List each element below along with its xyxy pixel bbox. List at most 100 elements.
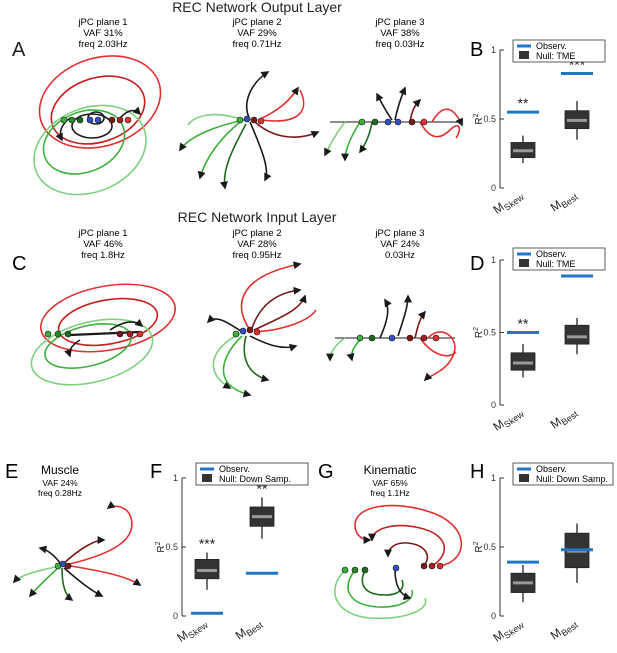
panel-c-plane1-freq: freq 1.8Hz <box>81 250 125 261</box>
panel-c-plane3-points <box>356 334 440 342</box>
panel-a-letter: A <box>12 39 26 61</box>
panel-f-header: F Observ. Null: Down Samp. <box>150 461 309 486</box>
panel-f-y-tick-label: 0.5 <box>165 542 178 552</box>
top-section-title: REC Network Output Layer <box>172 0 342 15</box>
panel-e-vaf: VAF 24% <box>42 478 78 488</box>
panel-h-y-tick-label: 0.5 <box>483 542 496 552</box>
panel-f-significance-0: *** <box>199 536 216 552</box>
panel-b-y-tick-label: 1 <box>491 45 496 55</box>
panel-c-plane2-vaf: VAF 28% <box>237 239 277 250</box>
panel-a-plane3-name: jPC plane 3 <box>374 17 424 28</box>
panel-a-plane2-freq: freq 0.71Hz <box>232 39 281 50</box>
boxplot-panels: 00.51R2**MSkew***MBest00.51R2**MSkew***M… <box>155 45 593 647</box>
panel-a-plane3-trajectories <box>324 86 463 162</box>
panel-d-y-label: R2 <box>473 327 485 338</box>
panel-h-letter: H <box>470 461 484 483</box>
panel-c-plane2-trajectories <box>206 261 317 398</box>
panel-c-plane1-vaf: VAF 46% <box>83 239 123 250</box>
panel-c: C jPC plane 1 VAF 46% freq 1.8Hz jPC pla… <box>12 228 457 398</box>
panel-a-plane3-points <box>358 118 428 126</box>
panel-b-letter: B <box>470 39 483 61</box>
panel-d-category-label-1: MBest <box>548 404 581 433</box>
panel-h-legend-box <box>512 462 614 486</box>
panel-e-title: Muscle <box>41 463 79 477</box>
panel-f-legend-null-swatch <box>202 474 212 482</box>
panel-c-plane3-freq: 0.03Hz <box>385 250 415 261</box>
panel-h-legend-null: Null: Down Samp. <box>536 474 608 484</box>
panel-h-legend-observed: Observ. <box>536 464 567 474</box>
panel-f-legend-observed: Observ. <box>219 464 250 474</box>
panel-f-category-label-0: MSkew <box>174 615 210 647</box>
panel-g-trajectories <box>334 504 463 620</box>
panel-f-category-label-1: MBest <box>233 615 266 644</box>
panel-g-vaf: VAF 65% <box>372 478 408 488</box>
panel-d-box-1 <box>564 324 590 345</box>
panel-c-plane1-points <box>44 330 144 338</box>
panel-a-plane1-vaf: VAF 31% <box>83 28 123 39</box>
panel-a-plane2-points <box>236 115 265 125</box>
panel-h-y-tick-label: 0 <box>491 611 496 621</box>
panel-d-y-tick-label: 1 <box>491 255 496 265</box>
panel-f-legend-box <box>195 462 309 486</box>
panel-a-plane2-name: jPC plane 2 <box>231 17 281 28</box>
panel-f-significance-1: ** <box>257 480 268 496</box>
middle-section-title: REC Network Input Layer <box>178 209 337 225</box>
panel-e: E Muscle VAF 24% freq 0.28Hz <box>5 461 142 601</box>
panel-g-points <box>341 562 444 574</box>
panel-b-legend-box <box>512 39 606 63</box>
panel-c-plane3-vaf: VAF 24% <box>380 239 420 250</box>
panel-f-y-label: R2 <box>155 541 167 552</box>
panel-g-letter: G <box>318 461 334 483</box>
panel-d-letter: D <box>470 253 484 275</box>
panel-e-trajectories <box>12 500 142 601</box>
panel-a-plane1-points <box>60 116 132 124</box>
panel-f-boxplot: 0 0.5 1R2 *** MSkew ** MBest <box>155 473 278 647</box>
panel-h-legend-null-swatch <box>519 474 529 482</box>
panel-b-y-tick-label: 0.5 <box>483 114 496 124</box>
panel-c-plane2-freq: freq 0.95Hz <box>232 250 281 261</box>
panel-d-legend-null: Null: TME <box>536 259 575 269</box>
panel-g-title: Kinematic <box>364 463 417 477</box>
panel-c-plane1-name: jPC plane 1 <box>77 228 127 239</box>
panel-d-legend-null-swatch <box>519 259 529 267</box>
panel-c-plane2-name: jPC plane 2 <box>231 228 281 239</box>
panel-a-plane2-trajectories <box>179 71 320 190</box>
panel-f-y-tick-label: 0 <box>173 611 178 621</box>
panel-b-y-label: R2 <box>473 113 485 124</box>
panel-d-y-tick-label: 0.5 <box>483 328 496 338</box>
panel-a-plane1-trajectories <box>33 55 162 196</box>
panel-b-category-label-1: MBest <box>548 187 581 216</box>
panel-d-legend-box <box>512 247 606 271</box>
panel-c-plane1-trajectories <box>30 283 176 386</box>
panel-d-header: D Observ. Null: TME <box>470 247 606 275</box>
panel-e-points <box>54 560 72 570</box>
panel-g-freq: freq 1.1Hz <box>370 488 409 498</box>
panel-d-legend-observed: Observ. <box>536 249 567 259</box>
panel-c-letter: C <box>12 253 26 275</box>
panel-e-freq: freq 0.28Hz <box>38 488 82 498</box>
panel-b-legend-null-swatch <box>519 51 529 59</box>
panel-h-category-label-1: MBest <box>548 615 581 644</box>
panel-b-legend-observed: Observ. <box>536 41 567 51</box>
panel-e-letter: E <box>5 461 18 483</box>
panel-h-header: H Observ. Null: Down Samp. <box>470 461 614 486</box>
panel-h-y-tick-label: 1 <box>491 473 496 483</box>
panel-a-plane3-freq: freq 0.03Hz <box>375 39 424 50</box>
panel-a-plane3-vaf: VAF 38% <box>380 28 420 39</box>
panel-a: A jPC plane 1 VAF 31% freq 2.03Hz jPC pl… <box>12 17 463 196</box>
panel-b-legend-null: Null: TME <box>536 51 575 61</box>
panel-h-y-label: R2 <box>473 541 485 552</box>
panel-a-plane1-name: jPC plane 1 <box>77 17 127 28</box>
panel-f-y-tick-label: 1 <box>173 473 178 483</box>
panel-d-significance-0: ** <box>518 316 529 332</box>
panel-f-legend-null: Null: Down Samp. <box>219 474 291 484</box>
panel-g: G Kinematic VAF 65% freq 1.1Hz <box>318 461 463 620</box>
panel-f-letter: F <box>150 461 162 483</box>
panel-c-plane2-points <box>232 326 261 338</box>
panel-b-header: B Observ. Null: TME <box>470 39 606 63</box>
panel-a-plane1-freq: freq 2.03Hz <box>78 39 127 50</box>
